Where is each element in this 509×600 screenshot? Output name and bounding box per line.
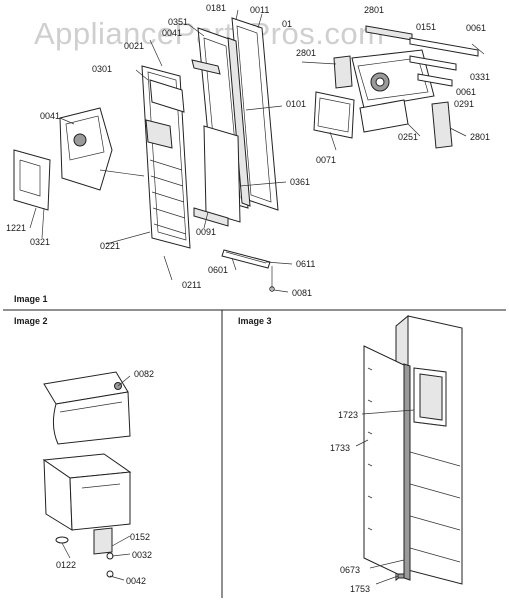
callout-0351: 0351	[168, 17, 188, 27]
callout-0061-top: 0061	[466, 23, 486, 33]
callout-0032: 0032	[132, 550, 152, 560]
image-1-callouts: 0181 0011 01 2801 0151 0061 0351 0021 00…	[6, 3, 490, 298]
callout-0151: 0151	[416, 22, 436, 32]
callout-0152: 0152	[130, 532, 150, 542]
callout-1753: 1753	[350, 584, 370, 594]
image-3-callouts: 1723 1733 0673 1753	[330, 410, 370, 594]
callout-0091: 0091	[196, 227, 216, 237]
image-3-drawing	[355, 314, 463, 585]
image-2-drawing	[42, 371, 132, 581]
callout-0041: 0041	[40, 111, 60, 121]
callout-1221: 1221	[6, 223, 26, 233]
image-2-callouts: 0082 0152 0032 0122 0042	[56, 369, 154, 586]
callout-0611: 0611	[296, 259, 315, 269]
callout-1733: 1733	[330, 443, 350, 453]
callout-0291: 0291	[454, 99, 474, 109]
callout-0041-top: 0041	[162, 28, 182, 38]
callout-2801-mid: 2801	[296, 48, 316, 58]
callout-0673: 0673	[340, 565, 360, 575]
callout-0361: 0361	[290, 177, 310, 187]
callout-2801-right: 2801	[470, 132, 490, 142]
callout-0161: 01	[282, 19, 292, 29]
caption-image-1: Image 1	[14, 294, 48, 304]
callout-0211: 0211	[182, 280, 201, 290]
callout-0042: 0042	[126, 576, 146, 586]
callout-2801-top: 2801	[364, 5, 384, 15]
callout-0301: 0301	[92, 64, 112, 74]
callout-0071: 0071	[316, 155, 336, 165]
callout-0221: 0221	[100, 241, 120, 251]
callout-0331: 0331	[470, 72, 490, 82]
callout-0251: 0251	[398, 132, 418, 142]
callout-0061-mid: 0061	[456, 87, 476, 97]
image-1-drawing	[13, 9, 485, 293]
callout-0101: 0101	[286, 99, 306, 109]
caption-image-2: Image 2	[14, 316, 48, 326]
callout-0321: 0321	[30, 237, 50, 247]
callout-0601: 0601	[208, 265, 228, 275]
panel-frame	[3, 309, 506, 598]
callout-0021: 0021	[124, 41, 144, 51]
callout-0122: 0122	[56, 560, 76, 570]
callout-0081: 0081	[292, 288, 312, 298]
callout-0181: 0181	[206, 3, 226, 13]
callout-1723: 1723	[338, 410, 358, 420]
callout-0011: 0011	[250, 5, 269, 15]
caption-image-3: Image 3	[238, 316, 272, 326]
callout-0082: 0082	[134, 369, 154, 379]
